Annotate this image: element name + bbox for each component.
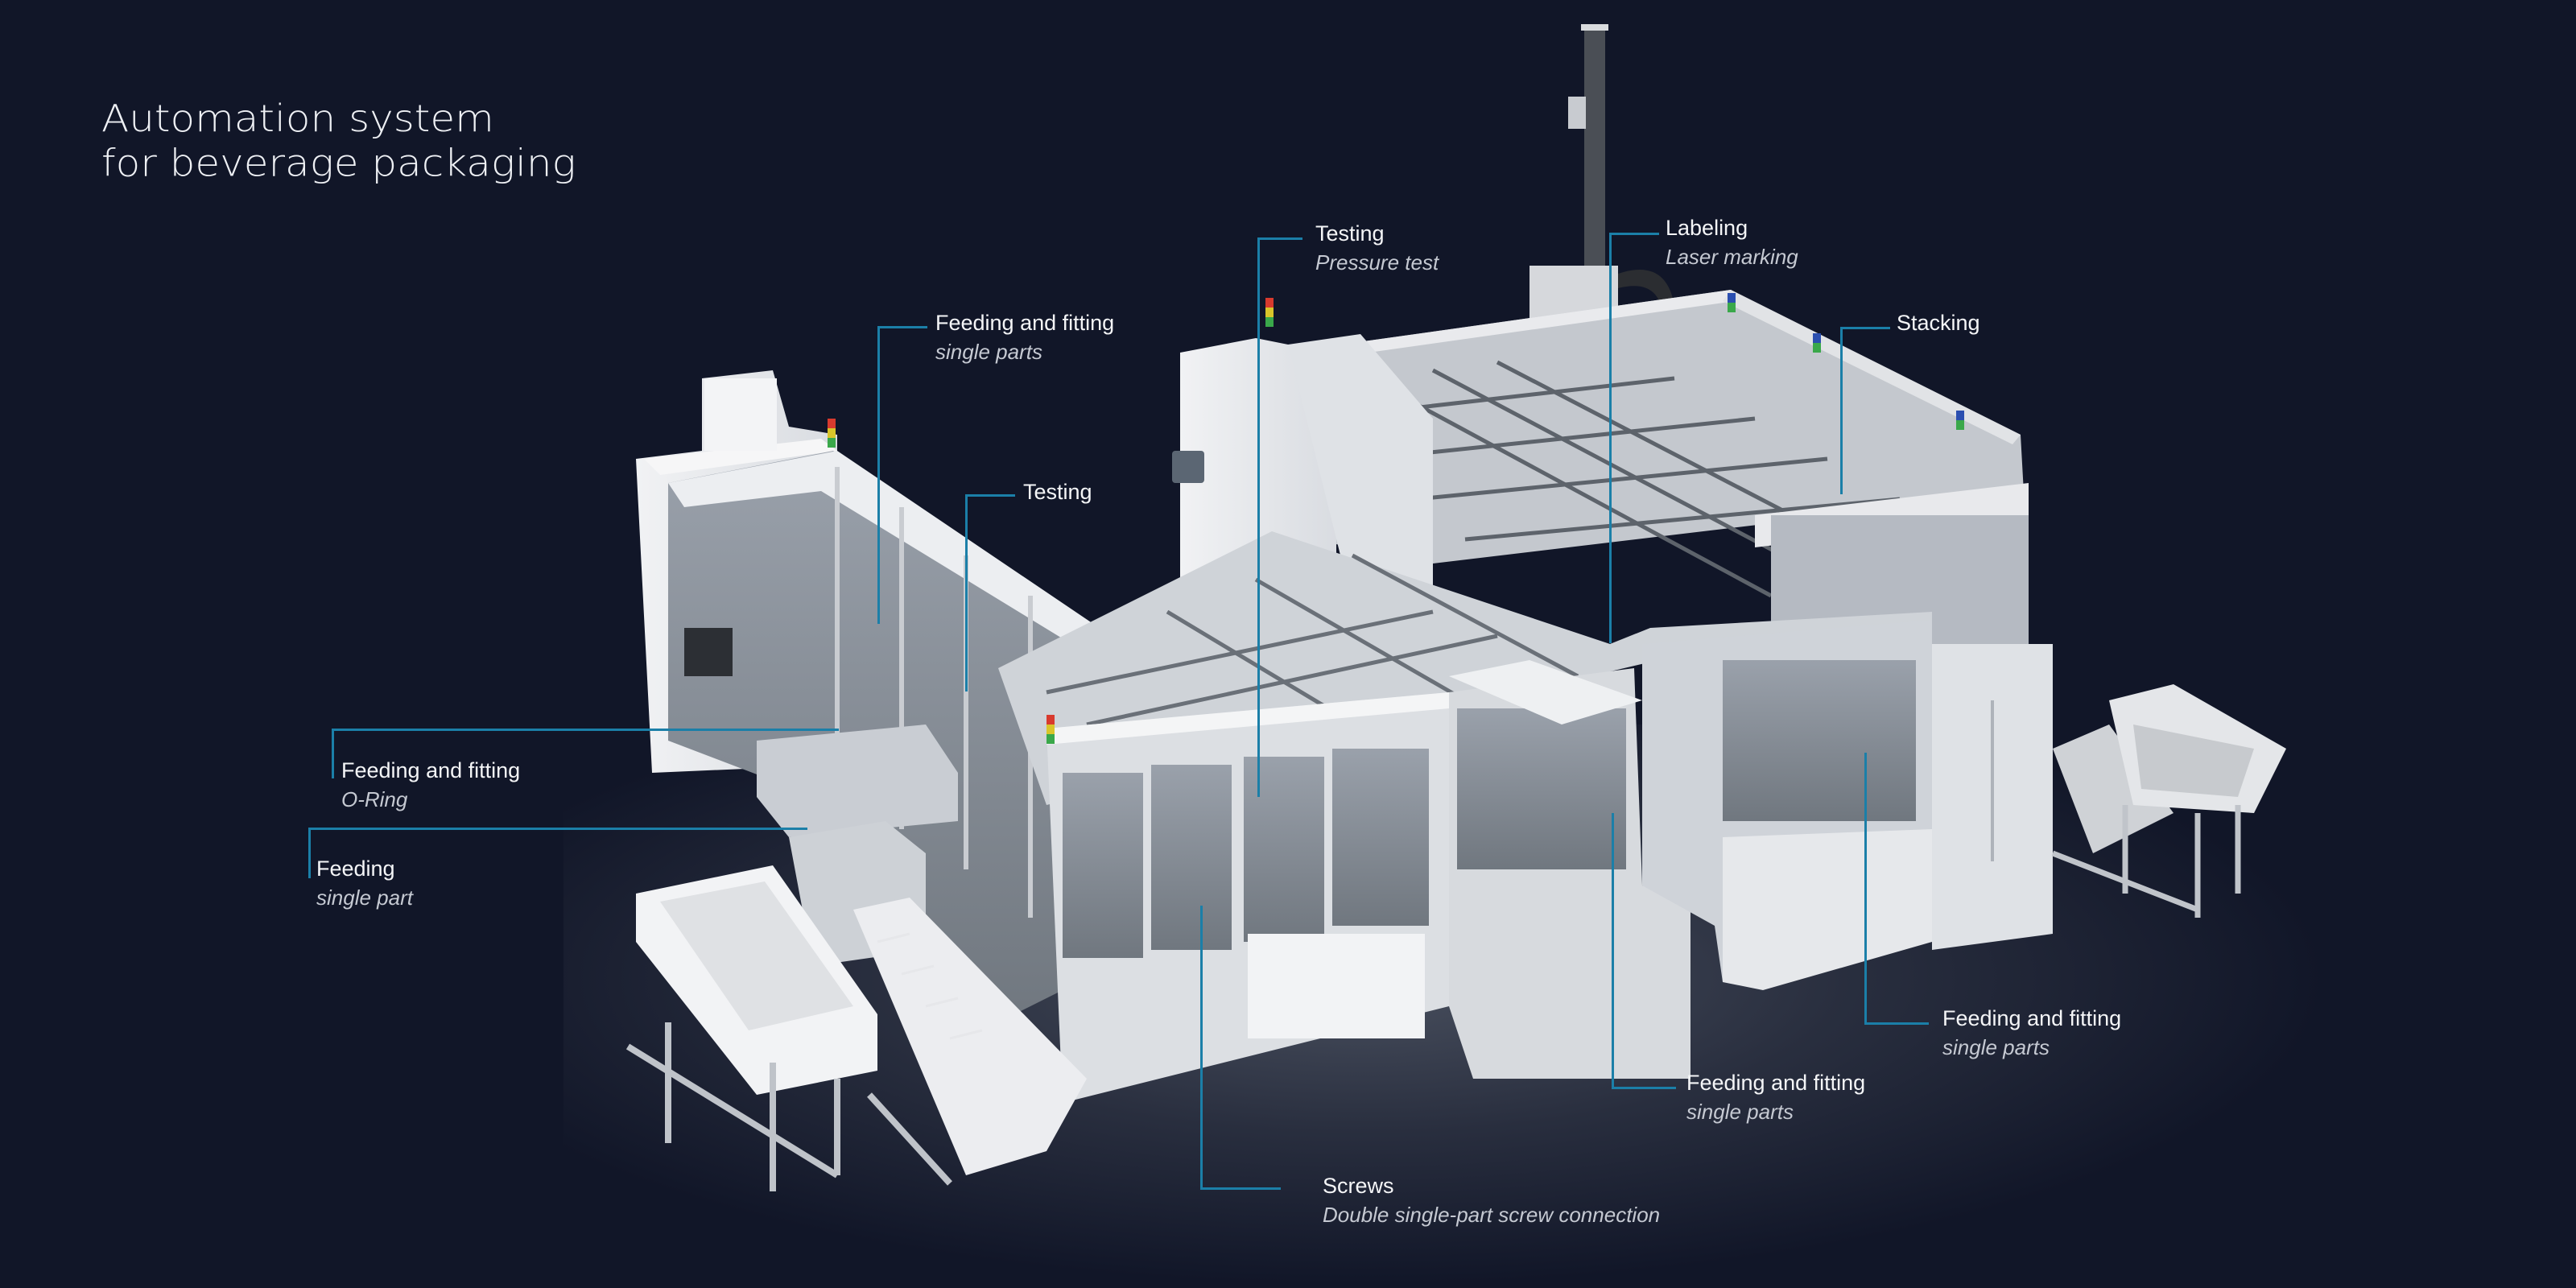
callout-label: Labeling <box>1666 216 1748 240</box>
front-section <box>1046 620 2053 1103</box>
leader-feeding-fitting-top-h <box>877 326 927 328</box>
callout-feeding-single-part: Feeding single part <box>316 855 413 913</box>
callout-stacking: Stacking <box>1897 309 1980 336</box>
callout-sublabel: Double single-part screw connection <box>1323 1203 1661 1227</box>
callout-label: Stacking <box>1897 311 1980 335</box>
callout-feeding-fitting-oring: Feeding and fitting O-Ring <box>341 757 520 815</box>
callout-sublabel: Laser marking <box>1666 245 1798 269</box>
callout-feeding-fitting-single-parts-bottom: Feeding and fitting single parts <box>1686 1069 1865 1127</box>
callout-sublabel: single parts <box>1686 1100 1794 1124</box>
leader-feeding-fitting-right-h <box>1864 1022 1929 1025</box>
callout-label: Testing <box>1023 480 1092 504</box>
signal-towers <box>828 293 1964 744</box>
callout-label: Feeding and fitting <box>1942 1006 2122 1030</box>
leader-feeding-v <box>308 828 311 878</box>
callout-feeding-fitting-single-parts-top: Feeding and fitting single parts <box>935 309 1114 367</box>
front-windows <box>1063 749 1429 958</box>
leader-feeding-fitting-top-v <box>877 326 880 624</box>
leader-testing-pressure-h <box>1257 237 1302 240</box>
leader-stacking-h <box>1840 327 1890 329</box>
leader-testing-middle-h <box>965 494 1015 497</box>
leader-oring-h <box>332 729 839 731</box>
leader-feeding-fitting-bottom-v <box>1612 813 1614 1088</box>
leader-screws-v <box>1200 906 1203 1189</box>
callout-label: Feeding and fitting <box>1686 1071 1866 1095</box>
callout-label: Testing <box>1315 221 1385 246</box>
callout-label: Feeding and fitting <box>935 311 1115 335</box>
leader-oring-v <box>332 729 334 778</box>
callout-sublabel: Pressure test <box>1315 250 1439 275</box>
right-hopper <box>2051 684 2286 918</box>
callout-label: Feeding and fitting <box>341 758 521 782</box>
callout-testing-pressure: Testing Pressure test <box>1315 220 1439 278</box>
callout-sublabel: single parts <box>1942 1035 2050 1059</box>
leader-screws-h <box>1200 1187 1281 1190</box>
callout-labeling: Labeling Laser marking <box>1666 214 1798 272</box>
callout-sublabel: O-Ring <box>341 787 408 811</box>
callout-feeding-fitting-single-parts-right: Feeding and fitting single parts <box>1942 1005 2121 1063</box>
callout-label: Feeding <box>316 857 395 881</box>
leader-labeling-h <box>1609 233 1659 235</box>
callout-testing-middle: Testing <box>1023 478 1092 506</box>
title-line-1: Automation system <box>101 97 494 141</box>
callout-sublabel: single part <box>316 886 413 910</box>
callout-label: Screws <box>1323 1174 1394 1198</box>
leader-testing-pressure-v <box>1257 237 1260 797</box>
title-line-2: for beverage packaging <box>101 142 576 185</box>
leader-feeding-fitting-right-v <box>1864 753 1867 1024</box>
leader-feeding-h <box>308 828 807 830</box>
leader-feeding-fitting-bottom-h <box>1612 1087 1676 1089</box>
callout-screws: Screws Double single-part screw connecti… <box>1323 1172 1660 1230</box>
page-title: Automation system for beverage packaging <box>101 97 576 185</box>
left-feeders <box>625 724 1087 1191</box>
leader-stacking-v <box>1840 327 1843 494</box>
leader-labeling-v <box>1609 233 1612 643</box>
gantry-column <box>1530 24 1674 322</box>
callout-sublabel: single parts <box>935 340 1042 364</box>
leader-testing-middle-v <box>965 494 968 691</box>
